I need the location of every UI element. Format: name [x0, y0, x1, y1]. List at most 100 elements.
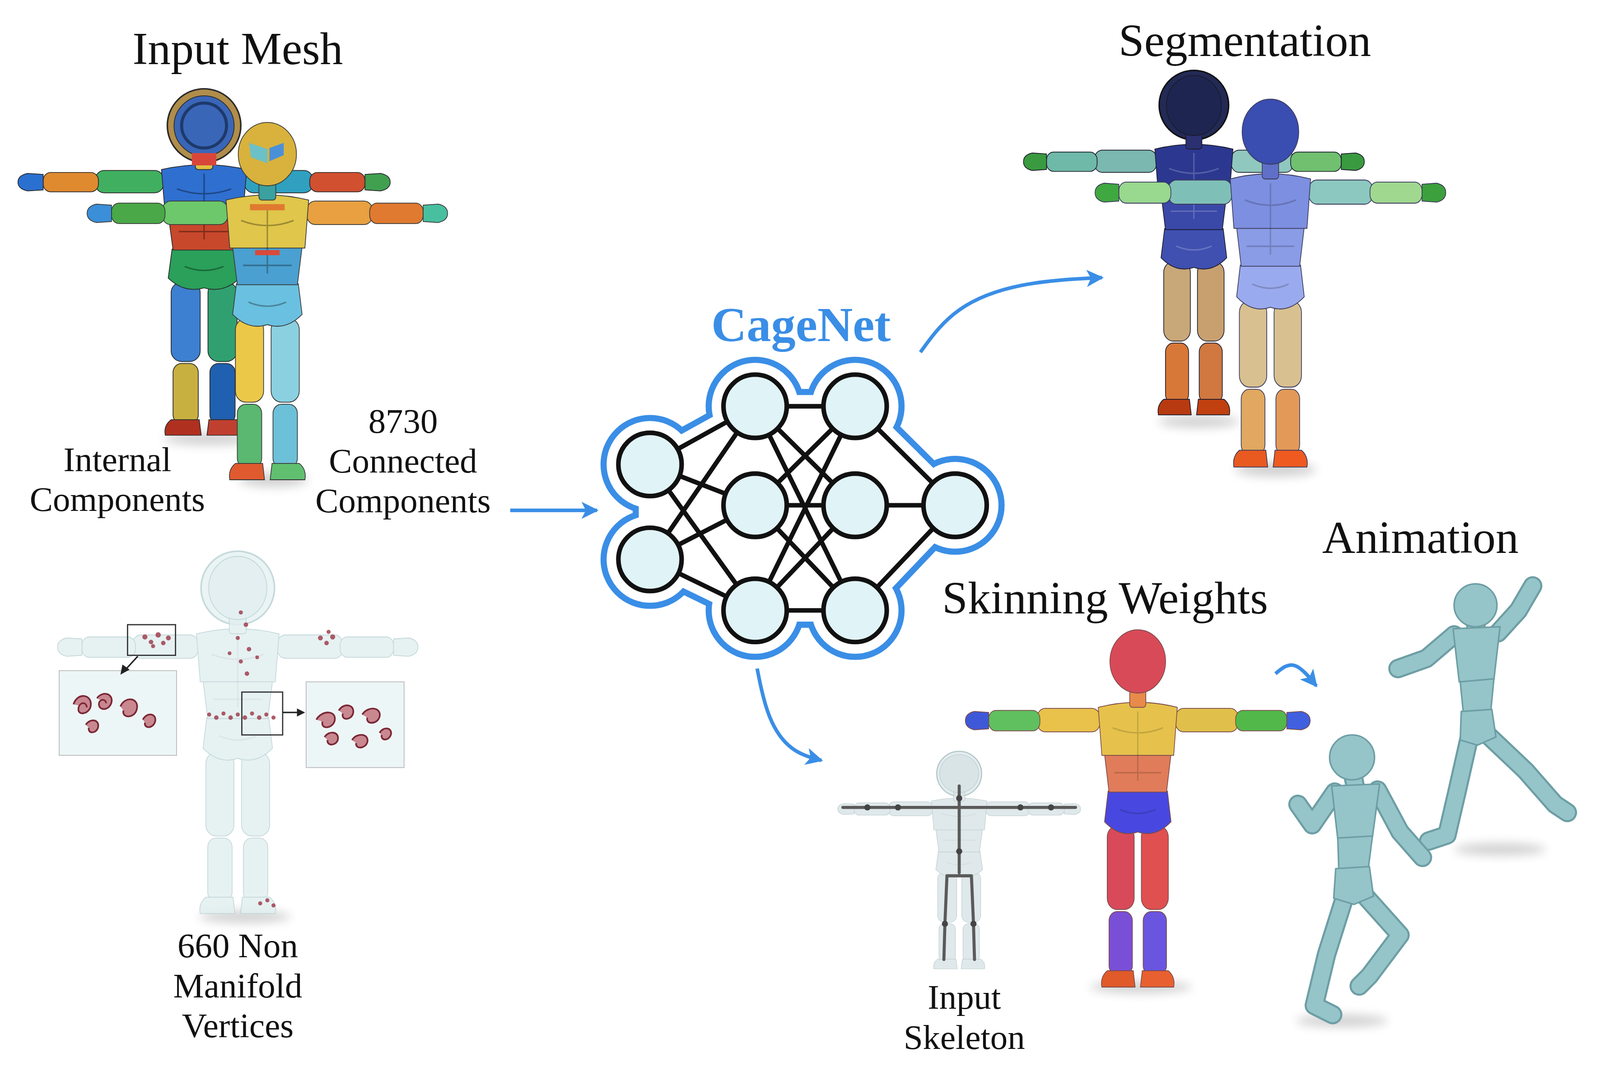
panel-note: 660 Non Manifold Vertices: [133, 925, 342, 1046]
network-icon-part-part: [923, 473, 987, 537]
skeleton-figure-part-part: [1017, 804, 1024, 811]
defect-marks-part: [258, 900, 263, 905]
animation-figures-part-part: [1331, 783, 1380, 839]
animation-figures: [1297, 583, 1568, 1015]
non-manifold-figure: [57, 550, 418, 914]
defect-closeup-part: [120, 699, 138, 717]
animation-panel: Animation: [1316, 504, 1577, 1041]
animation-figures-part-part: [1453, 626, 1501, 682]
defect-marks-part: [207, 712, 212, 717]
skinning-figure-part: [965, 629, 1311, 987]
defect-marks-part: [326, 629, 331, 634]
text-slot: Input Mesh: [132, 22, 343, 76]
input-panel: Input MeshInternal Components 8730 Connec…: [10, 15, 511, 1062]
defect-marks-part: [227, 651, 232, 655]
defect-marks-part: [256, 715, 262, 720]
defect-closeup-part: [352, 734, 368, 748]
network-icon-part-part: [606, 421, 693, 508]
defect-marks-part: [238, 659, 243, 664]
segmentation-figures-part: [1023, 75, 1365, 415]
network-icon-part-part: [723, 578, 787, 642]
defect-marks-part: [255, 655, 259, 659]
defect-marks-part: [238, 610, 243, 615]
non-manifold-figure-part: [242, 691, 283, 735]
skeleton-figure-part: [842, 785, 1076, 960]
skeleton-figure-part: [837, 754, 1081, 969]
network-icon-part-part: [606, 516, 693, 602]
non-manifold-figure-part: [306, 681, 405, 768]
defect-marks-part: [150, 643, 155, 649]
text-slot: Segmentation: [1118, 14, 1372, 68]
skinning-panel: Skinning WeightsInput Skeleton: [821, 566, 1276, 1062]
animation-figures-part-part: [1333, 866, 1374, 905]
text-slot: 8730 Connected Components: [315, 401, 491, 522]
network-icon-part-part: [618, 432, 682, 496]
non-manifold-figure-part: [127, 624, 176, 656]
text-slot: 660 Non Manifold Vertices: [133, 925, 342, 1046]
input-mesh-figures-part: [191, 153, 217, 166]
animation-figures-part: [1297, 775, 1423, 1015]
skeleton-figure-part-part: [970, 920, 977, 927]
panel-note: Input Skeleton: [903, 977, 1026, 1058]
defect-marks-part: [271, 903, 276, 908]
defect-marks-part: [250, 711, 255, 716]
animation-figures-part-part: [1460, 709, 1496, 745]
defect-marks-part: [148, 639, 154, 644]
animation-figures-part: [1329, 734, 1380, 905]
non-manifold-figure-part: [57, 555, 418, 914]
defect-marks-part: [324, 640, 329, 646]
input-mesh-figures-part: [255, 250, 280, 256]
defect-marks-part: [265, 897, 270, 902]
defect-marks-part: [142, 634, 148, 640]
defect-closeup-part: [324, 732, 339, 745]
defect-marks-part: [214, 715, 219, 720]
defect-marks-part: [228, 715, 234, 720]
skeleton-figure-part-part: [956, 794, 963, 802]
text-slot: Input Skeleton: [903, 977, 1026, 1058]
network-icon-part-part: [649, 405, 956, 611]
animation-figures-part: [1453, 583, 1501, 745]
network-icon-part-part: [723, 374, 787, 438]
skeleton-figure-part-part: [942, 920, 949, 927]
animation-figures-part-part: [1454, 583, 1498, 627]
animation-figures-part-part: [1460, 678, 1494, 713]
defect-closeup-part: [379, 728, 392, 740]
flow-arrow: [757, 668, 822, 761]
skeleton-figure-part-part: [864, 804, 871, 811]
defect-marks-part: [242, 715, 248, 720]
network-icon-part-part: [649, 405, 956, 611]
network-icon-part-part: [618, 527, 682, 591]
panel-note: Internal Components: [29, 439, 206, 520]
defect-closeup-part: [97, 693, 112, 710]
defect-marks-part: [271, 715, 276, 720]
network-icon-part: [649, 405, 956, 611]
skeleton-figure-part-part: [1048, 804, 1055, 811]
defect-closeup-part: [362, 708, 380, 724]
network-icon-part-part: [823, 578, 887, 642]
defect-marks-part: [155, 632, 161, 638]
panel-heading: Animation: [1322, 511, 1519, 565]
defect-closeup: [73, 693, 392, 748]
network-title: CageNet: [711, 296, 891, 353]
skeleton-figure-part-part: [895, 804, 902, 811]
flow-arrow: [1275, 664, 1316, 686]
artwork: [18, 70, 1568, 1027]
input-mesh-figures-part: [269, 142, 285, 162]
input-mesh-figures-part: [248, 142, 268, 164]
defect-closeup-part: [316, 712, 335, 728]
defect-closeup-part: [338, 704, 354, 719]
network-icon-part: [618, 374, 987, 642]
ground-shadows-part: [1158, 415, 1241, 428]
defect-marks-part: [246, 646, 252, 652]
skeleton-figure-part-part: [956, 848, 963, 855]
skeleton-figure-part-part: [842, 785, 1076, 960]
defect-closeup-part: [85, 720, 99, 733]
defect-marks-part: [330, 634, 336, 640]
network-icon-part: [606, 363, 998, 654]
flow-arrow: [920, 277, 1102, 353]
defect-closeup-part: [142, 714, 156, 728]
network-icon-part-part: [823, 374, 887, 438]
defect-marks-part: [235, 635, 240, 640]
panel-heading: Input Mesh: [132, 22, 343, 76]
